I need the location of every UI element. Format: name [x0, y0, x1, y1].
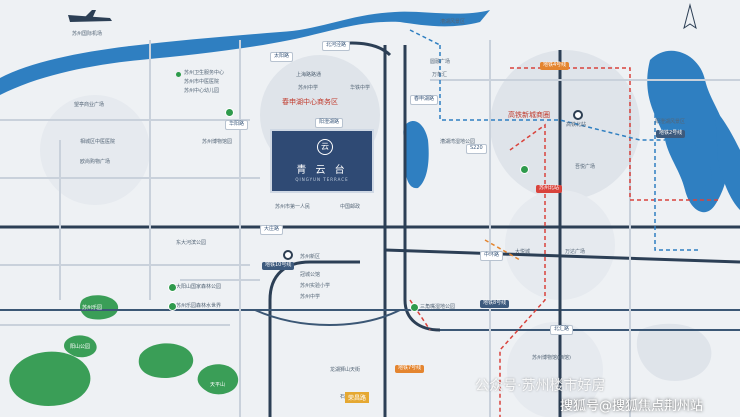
- park-marker: [520, 165, 529, 174]
- project-name: 青 云 台: [296, 165, 348, 176]
- poi-label: 上海路路通: [296, 72, 322, 78]
- poi-label: 苏州实验小学: [300, 283, 331, 289]
- poi-label: 万达广场: [565, 249, 586, 255]
- poi-label: 中国邮政: [340, 204, 361, 210]
- park-marker: [225, 108, 234, 117]
- project-marker[interactable]: 云 青 云 台 QINGYUN TERRACE: [270, 129, 374, 193]
- poi-label: 苏州乐园森林水世界: [176, 303, 222, 309]
- metro-tag-4: 地铁8号线: [480, 300, 510, 308]
- poi-label: 苏州市第一人民: [275, 204, 311, 210]
- developer-stamp: 荣昌路: [345, 392, 370, 403]
- road-tag-4: 阳澄湖路: [315, 118, 344, 128]
- road-tag-5: 春申湖路: [410, 95, 439, 105]
- east-park-label: 阳澄湖风景区: [655, 119, 686, 125]
- poi-label: 阳山公园: [70, 344, 91, 350]
- poi-label: 万象汇: [432, 72, 448, 78]
- poi-label: 苏州中学: [298, 85, 319, 91]
- hsr-district-label: 高铁新城商圈: [508, 111, 550, 119]
- road-tag-2: 太阳路: [270, 52, 294, 62]
- poi-label: 圆融广场: [430, 59, 451, 65]
- metro-tag-3: 苏州北站: [536, 185, 563, 193]
- project-logo-icon: 云: [317, 139, 333, 155]
- cbd-label: 春申湖中心商务区: [282, 98, 338, 106]
- watermark-line-2: 搜狐号@搜狐焦点荆州站: [560, 399, 704, 414]
- metro-tag-1: 地铁4号线: [540, 62, 570, 70]
- poi-label: 相城区中医医院: [80, 139, 116, 145]
- poi-dot: [176, 72, 181, 77]
- poi-label: 吾悦广场: [575, 164, 596, 170]
- poi-label: 三角嘴湿地公园: [420, 304, 456, 310]
- poi-label: 欧尚购物广场: [80, 159, 111, 165]
- poi-label: 漕湖湾湿地公园: [440, 139, 476, 145]
- north-station-label: 高铁北站: [566, 122, 587, 128]
- poi-label: 龙湖狮山天街: [330, 367, 361, 373]
- road-tag-1: 北河泾路: [322, 41, 351, 51]
- project-subtitle: QINGYUN TERRACE: [295, 177, 349, 182]
- park-marker: [168, 302, 177, 311]
- park-marker: [168, 283, 177, 292]
- poi-label: 苏州中学: [300, 294, 321, 300]
- poi-label: 苏州市中医医院: [184, 79, 220, 85]
- road-tag-8: 北汇路: [550, 325, 574, 335]
- poi-label: 大阳山国家森林公园: [176, 284, 222, 290]
- metro-tag-5: 地铁7号线: [395, 365, 425, 373]
- poi-label: 东大河滨公园: [176, 240, 207, 246]
- suzhou-station-marker[interactable]: [283, 250, 293, 260]
- poi-label: 华铁中学: [350, 85, 371, 91]
- metro-tag-2: 地铁2号线: [656, 130, 686, 138]
- poi-label: 苏州博物馆园: [202, 139, 233, 145]
- metro-tag-6: 地铁10号线: [262, 262, 295, 270]
- poi-label: 苏州中心幼儿园: [184, 88, 220, 94]
- north-station-marker[interactable]: [573, 110, 583, 120]
- poi-label: 苏州卫生服务中心: [184, 70, 225, 76]
- poi-label: 苏州乐园: [82, 305, 103, 311]
- poi-label: 苏州博物馆(西馆): [532, 355, 571, 361]
- poi-label: 大悦城: [515, 249, 531, 255]
- road-tag-9: S220: [466, 144, 487, 154]
- poi-label: 苏州新区: [300, 254, 321, 260]
- poi-label: 冠城公馆: [300, 272, 321, 278]
- poi-label: 天平山: [210, 382, 226, 388]
- watermark-line-1: 公众号·苏州楼市好房: [475, 378, 606, 394]
- road-tag-6: 中环路: [480, 251, 504, 261]
- road-tag-7: 大庄路: [260, 225, 284, 235]
- north-lake-label: 漕湖风景区: [440, 19, 466, 25]
- park-marker: [410, 303, 419, 312]
- airport-label: 苏州国际机场: [72, 31, 103, 37]
- road-tag-3: 华阳路: [225, 120, 249, 130]
- poi-label: 望亭商业广场: [74, 102, 105, 108]
